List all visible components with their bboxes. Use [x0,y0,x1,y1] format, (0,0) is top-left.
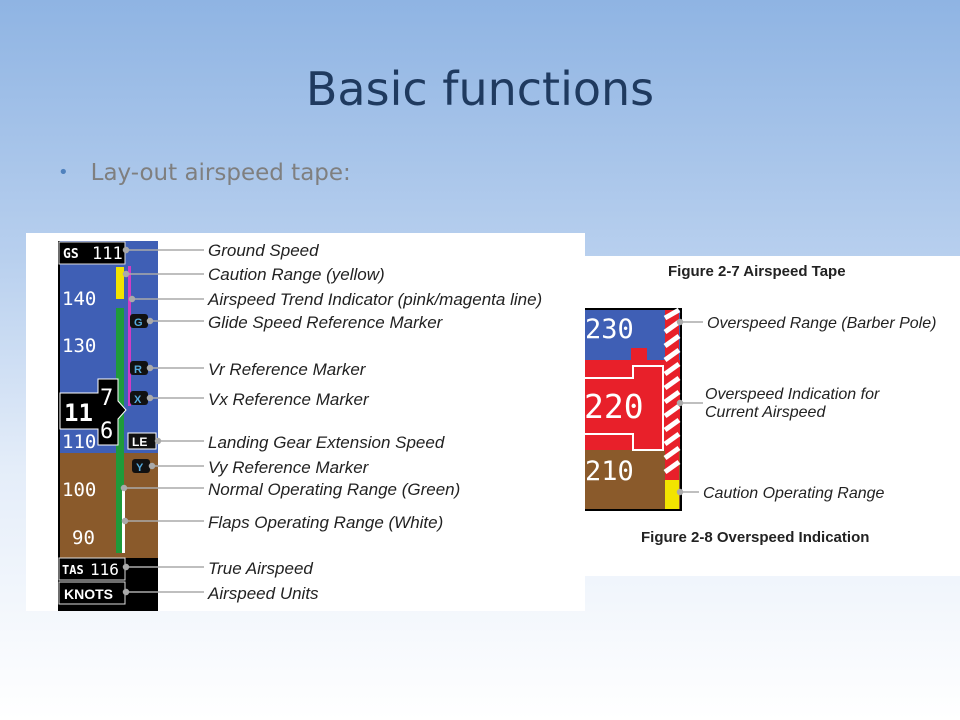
tick-130: 130 [62,335,96,357]
gs-label: GS [63,247,79,262]
callout-gear-extension: Landing Gear Extension Speed [208,433,445,452]
bullet-item: • Lay-out airspeed tape: [58,160,351,186]
tas-value: 116 [90,560,119,579]
vx-marker-label: X [134,394,142,406]
figure-2-8-caption: Figure 2-8 Overspeed Indication [641,529,869,546]
current-airspeed-roll-top: 7 [100,386,113,411]
callout-leaders [120,246,204,596]
vr-marker [130,361,148,375]
slide-title: Basic functions [305,62,655,116]
gear-extension-marker-label: LE [132,435,147,449]
callout-barber-pole: Overspeed Range (Barber Pole) [707,315,936,332]
callout-vr: Vr Reference Marker [208,360,367,379]
callout-normal-range: Normal Operating Range (Green) [208,480,460,499]
callout-airspeed-units: Airspeed Units [207,584,319,603]
airspeed-tape-figure: GS 111 140 130 110 100 90 11 7 6 G R X L… [26,233,585,611]
callout-glide-speed: Glide Speed Reference Marker [208,313,444,332]
callout-flaps-range: Flaps Operating Range (White) [208,513,443,532]
callout-trend-indicator: Airspeed Trend Indicator (pink/magenta l… [207,290,542,309]
tick-230: 230 [585,314,634,345]
current-airspeed-tens: 11 [64,399,93,427]
vx-marker [130,391,148,405]
current-airspeed-pointer [59,378,127,446]
figure-2-7-caption: Figure 2-7 Airspeed Tape [668,263,846,280]
bullet-text: Lay-out airspeed tape: [90,160,351,186]
vy-marker-label: Y [136,462,144,474]
overspeed-current-value: 220 [585,387,644,426]
gs-value: 111 [92,244,123,264]
current-airspeed-roll-bottom: 6 [100,419,113,444]
tick-110: 110 [62,431,96,453]
callout-caution-range: Caution Range (yellow) [208,265,385,284]
overspeed-figure: Figure 2-7 Airspeed Tape 230 220 210 Ove… [582,256,960,576]
callout-vx: Vx Reference Marker [208,390,370,409]
overspeed-tape-ground [584,450,680,509]
callout-overspeed-indication: Overspeed Indication for [705,386,880,403]
normal-operating-range-bar [116,308,124,553]
overspeed-red-area [584,348,680,450]
bullet-dot-icon: • [58,162,69,183]
callout-ground-speed: Ground Speed [208,241,319,260]
callout-caution-operating-range: Caution Operating Range [703,485,885,502]
callout-true-airspeed: True Airspeed [208,559,313,578]
tick-90: 90 [72,527,95,549]
vy-marker [132,459,150,473]
callout-current-airspeed: Current Airspeed [705,404,826,421]
caution-range-bar [116,267,124,299]
trend-indicator-line [128,266,131,406]
tas-label: TAS [62,563,84,577]
glide-speed-marker [130,314,148,328]
tick-100: 100 [62,479,96,501]
callout-vy: Vy Reference Marker [208,458,370,477]
overspeed-readout-box [583,365,664,451]
glide-speed-marker-label: G [134,317,143,329]
tick-210: 210 [585,456,634,487]
vr-marker-label: R [134,364,142,376]
barber-pole [663,307,681,509]
airspeed-tape-diagram: GS 111 140 130 110 100 90 11 7 6 G R X L… [58,241,542,611]
tick-140: 140 [62,288,96,310]
overspeed-callout-leaders [676,318,703,496]
units-value: KNOTS [64,586,113,602]
overspeed-diagram: Figure 2-7 Airspeed Tape 230 220 210 Ove… [582,263,936,546]
